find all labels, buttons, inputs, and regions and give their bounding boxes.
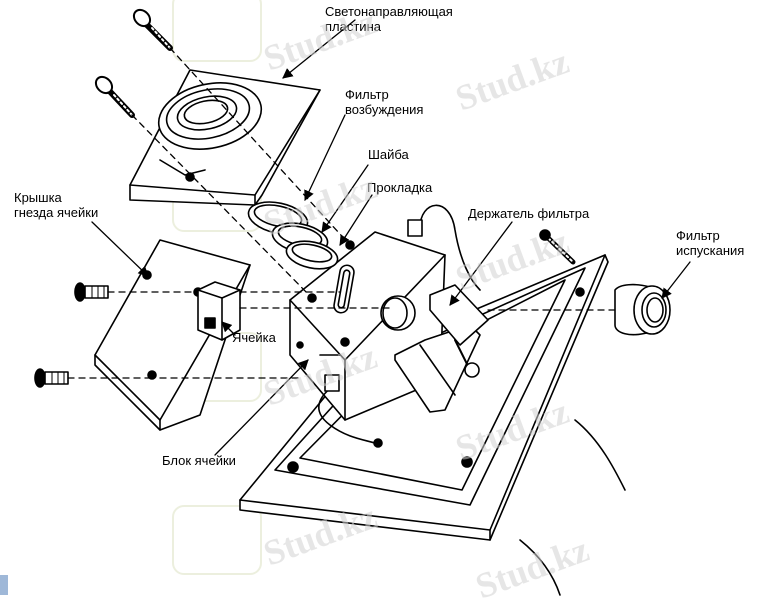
mounting-screw-right [539,229,576,265]
label-filter-holder: Держатель фильтра [468,206,590,221]
label-cell-holder-cover: Крышка гнезда ячейки [14,190,99,220]
gasket-ring [285,240,339,270]
label-light-guide-plate: Светонаправляющая пластина [325,4,453,34]
alignment-lines [67,47,616,379]
label-washer: Шайба [368,147,409,162]
cover-screw-top [74,282,109,302]
watermark-logo [172,505,262,575]
label-cell-block: Блок ячейки [162,453,236,468]
emission-filter [614,283,671,336]
label-excitation-filter: Фильтр возбуждения [345,87,424,117]
label-gasket: Прокладка [367,180,433,195]
cover-screw-bottom [34,368,69,388]
label-cell: Ячейка [232,330,276,345]
corner-mark [0,575,8,595]
watermark-logo [172,0,262,62]
long-bolt-bottom [94,75,135,118]
light-guide-plate [129,69,321,206]
label-arrows [91,19,691,456]
filter-holder [394,284,489,413]
label-emission-filter: Фильтр испускания [676,228,745,258]
long-bolt-top [132,8,173,51]
